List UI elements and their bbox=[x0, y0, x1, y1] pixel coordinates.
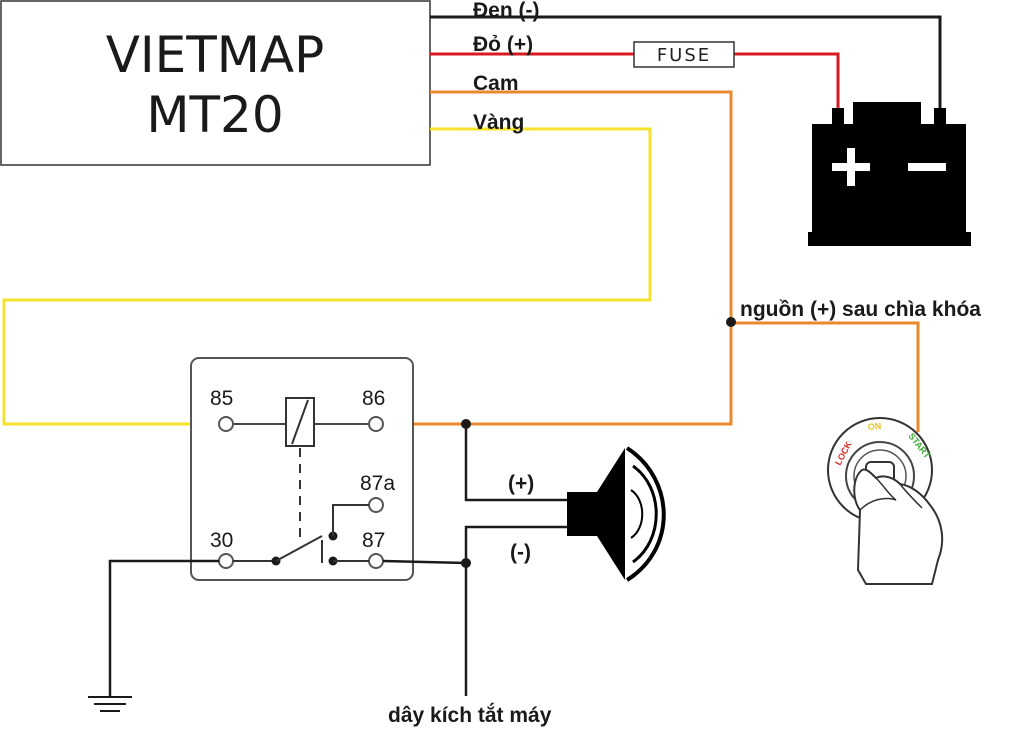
ground-wire bbox=[108, 559, 219, 696]
yellow-wire-label: Vàng bbox=[473, 111, 524, 134]
battery-icon bbox=[808, 102, 971, 246]
pin-87a-label: 87a bbox=[360, 472, 395, 495]
orange-wire bbox=[386, 90, 733, 426]
orange-branch-to-ignition bbox=[731, 321, 920, 432]
black-wire bbox=[430, 15, 942, 120]
device-name: VIETMAP bbox=[106, 26, 325, 84]
horn-plus-wire bbox=[464, 424, 570, 502]
orange-wire-label: Cam bbox=[473, 72, 519, 95]
pin-85 bbox=[218, 416, 234, 432]
kill-wire-label: dây kích tắt máy bbox=[388, 703, 552, 727]
yellow-wire bbox=[2, 127, 652, 426]
horn-plus-label: (+) bbox=[508, 472, 534, 495]
pin-87a bbox=[368, 497, 384, 513]
horn-speaker-icon bbox=[567, 446, 666, 582]
ignition-key-hand-icon: LOCK ON START bbox=[827, 417, 944, 585]
pin-86 bbox=[368, 416, 384, 432]
ground-symbol-icon bbox=[88, 696, 132, 712]
ignition-power-label: nguồn (+) sau chìa khóa bbox=[740, 298, 981, 321]
red-wire-label: Đỏ (+) bbox=[473, 33, 533, 56]
fuse: FUSE bbox=[633, 41, 735, 68]
pin-30 bbox=[218, 553, 234, 569]
pin-30-label: 30 bbox=[210, 529, 233, 552]
horn-minus-label: (-) bbox=[510, 541, 531, 564]
relay-coil-icon bbox=[285, 397, 315, 447]
junction-dot bbox=[726, 317, 736, 327]
relay: 85 86 87a 30 87 bbox=[190, 357, 414, 581]
red-wire-to-battery bbox=[734, 52, 840, 118]
fuse-label: FUSE bbox=[657, 45, 711, 66]
pin-87-label: 87 bbox=[362, 529, 385, 552]
pin-86-label: 86 bbox=[362, 387, 385, 410]
pin-87 bbox=[368, 553, 384, 569]
pin87-to-kill-wire bbox=[382, 559, 467, 565]
horn-minus-wire bbox=[464, 525, 570, 563]
pin-85-label: 85 bbox=[210, 387, 233, 410]
switch-blade bbox=[275, 535, 323, 562]
ignition-on-label: ON bbox=[867, 421, 881, 432]
black-wire-label: Đen (-) bbox=[473, 0, 540, 22]
device-box: VIETMAP MT20 bbox=[0, 0, 431, 166]
device-model: MT20 bbox=[146, 86, 283, 144]
